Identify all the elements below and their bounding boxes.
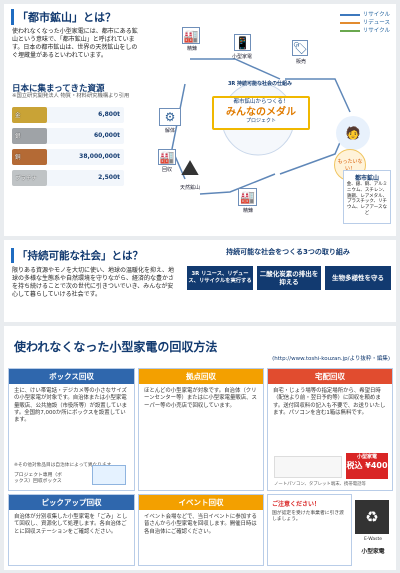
tag-icon: 🏷	[292, 40, 308, 56]
urban-mine-panel: 「都市鉱山」とは？ リサイクル リデュース リサイクル 使われなくなった小型家電…	[4, 4, 396, 236]
natural-mine-icon: ⛰	[180, 155, 200, 181]
caution-body: 国が認定を受けた事業者に引き渡しましょう。	[272, 511, 344, 522]
logo-text: 小型家電	[361, 549, 385, 555]
logo-mark: E-Waste	[363, 537, 383, 542]
urban-mine-title: 「都市鉱山」とは？	[11, 9, 116, 25]
co2-action: 二酸化炭素の排出を抑える	[257, 266, 321, 290]
label-dismantle: 解体	[164, 128, 175, 134]
center-title: 3R 持続可能な社会の仕組み	[227, 81, 293, 87]
event-recovery-body: イベント会場などで、当日イベントに参加する皆さんから小型家電を回収します。開催日…	[144, 514, 257, 535]
center-project-name: みんなのメダル	[226, 107, 296, 118]
event-recovery-title: イベント回収	[139, 495, 263, 510]
dismantle-icon: ⚙	[159, 108, 181, 126]
three-actions-title: 持続可能な社会をつくる3つの取り組み	[226, 248, 350, 256]
three-r-action: 3R リユース、リデュース、リサイクルを実行する	[187, 266, 253, 290]
sustainable-title: 「持続可能な社会」とは？	[11, 248, 143, 263]
recycle-factory-icon: 🏭	[158, 149, 176, 165]
home-recovery-body: 自宅・じょう場等の指定場所から、希望日時（配信より前・翌日予約等）に回収を頼めま…	[273, 388, 386, 416]
collection-box-icon	[92, 465, 126, 485]
caution-title: ご注意ください！	[272, 501, 321, 508]
legend-reuse: リサイクル	[339, 27, 390, 35]
point-recovery-body: ほとんどの小型家電が対象です。自治体（クリーンセンター等）またはに小型家電量販店…	[144, 388, 257, 409]
home-recovery-card: 宅配回収 自宅・じょう場等の指定場所から、希望日時（配信より前・翌日予約等）に回…	[267, 368, 393, 491]
home-recovery-items: ノートパソコン、タブレット端末、携帯電話等	[274, 482, 366, 487]
resources-heading: 日本に集まってきた資源	[12, 84, 105, 94]
pickup-recovery-title: ピックアップ回収	[9, 495, 134, 510]
box-recovery-sub: プロジェクト専用（ボックス）回収ボックス	[14, 473, 62, 484]
label-natural-mine: 天然鉱山	[179, 185, 200, 191]
small-appliance-logo: ♻	[355, 500, 389, 534]
box-recovery-title: ボックス回収	[9, 369, 134, 384]
point-recovery-card: 拠点回収 ほとんどの小型家電が対象です。自治体（クリーンセンター等）またはに小型…	[138, 368, 264, 491]
center-medal-badge: 都市鉱山からつくる！ みんなのメダル プロジェクト	[212, 96, 310, 130]
label-collection-upper: 回収	[161, 167, 172, 173]
label-appliance: 小型家電	[231, 54, 252, 60]
appliance-icons	[274, 456, 342, 478]
collection-title: 使われなくなった小型家電の回収方法	[14, 340, 218, 354]
resources-note: ※国立研究開発法人 物質・材料研究機構より引用	[12, 93, 130, 99]
recycle-legend: リサイクル リデュース リサイクル	[339, 11, 390, 35]
metals-list: 金、銀、銅、アルミニウム、スチレン、鉄鋼、レアメタル、プラスチック、リチウム、レ…	[346, 182, 388, 216]
event-recovery-card: イベント回収 イベント会場などで、当日イベントに参加する皆さんから小型家電を回収…	[138, 494, 264, 566]
urban-mine-metals-box: 都市鉱山 金、銀、銅、アルミニウム、スチレン、鉄鋼、レアメタル、プラスチック、リ…	[343, 170, 391, 224]
factory-icon: 🏭	[182, 27, 200, 44]
label-sale: 販売	[295, 59, 306, 65]
sustainable-society-panel: 「持続可能な社会」とは？ 限りある資源やモノを大切に使い、地球の温暖化を抑え、地…	[4, 240, 396, 322]
pickup-recovery-card: ピックアップ回収 自治体が分別収集した小型家電を「ごみ」として回収し、資源化して…	[8, 494, 135, 566]
legend-reduce: リデュース	[339, 19, 390, 27]
home-recovery-title: 宅配回収	[268, 369, 392, 384]
box-recovery-card: ボックス回収 主に、けい帯電話・デジカメ等の小さなサイズの小型家電が対象です。自…	[8, 368, 135, 491]
pickup-recovery-body: 自治体が分別収集した小型家電を「ごみ」として回収し、資源化して処理します。各自治…	[14, 514, 128, 535]
point-recovery-title: 拠点回収	[139, 369, 263, 384]
sustainable-description: 限りある資源やモノを大切に使い、地球の温暖化を抑え、地球の多様な生態系や自然環境…	[12, 267, 175, 298]
factory-bottom-icon: 🏭	[238, 188, 257, 206]
box-recovery-note: ※その他対象品目は自治体によって異なります	[14, 462, 112, 468]
urban-mine-description: 使われなくなった小型家電には、都市にある鉱山という意味で、「都市鉱山」と呼ばれて…	[12, 28, 138, 59]
label-process-bottom: 精錬	[242, 208, 253, 214]
legend-recycle: リサイクル	[339, 11, 390, 19]
use-icon: 🧑	[336, 116, 370, 150]
label-process: 精錬	[186, 46, 197, 52]
source-url: (http://www.toshi-kouzan.jp/より抜粋・編集)	[272, 356, 390, 362]
price-badge: 小型家電 税込 ¥400	[346, 453, 388, 479]
smartphone-icon: 📱	[234, 34, 251, 51]
caution-box: ご注意ください！ 国が認定を受けた事業者に引き渡しましょう。	[267, 494, 352, 566]
metals-title: 都市鉱山	[354, 175, 379, 182]
collection-method-panel: 使われなくなった小型家電の回収方法 (http://www.toshi-kouz…	[4, 326, 396, 570]
box-recovery-body: 主に、けい帯電話・デジカメ等の小さなサイズの小型家電が対象です。自治体または小型…	[14, 388, 128, 424]
biodiversity-action: 生物多様性を守る	[325, 266, 391, 290]
